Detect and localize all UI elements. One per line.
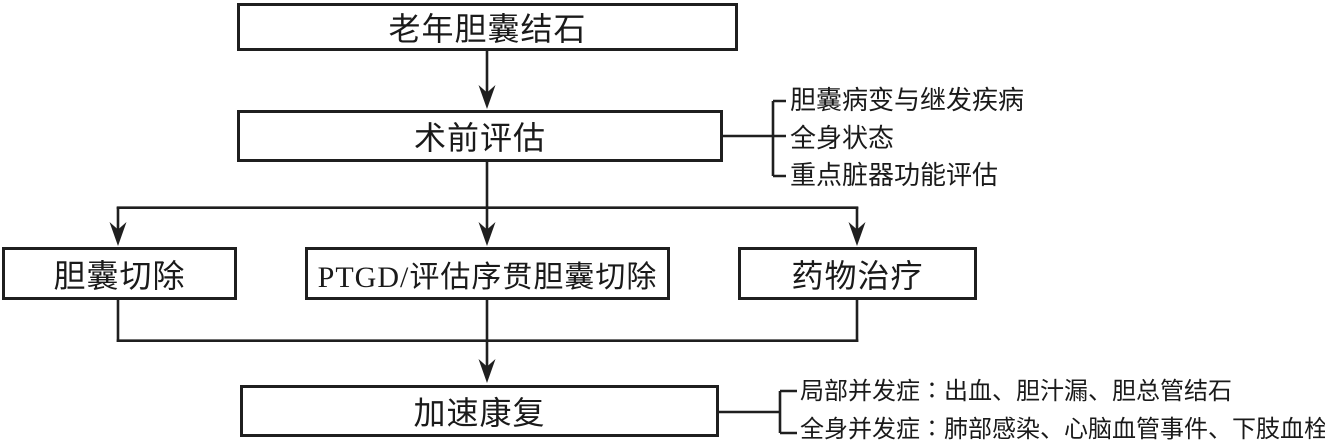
node-medication: 药物治疗 [738, 247, 977, 300]
assessment-bracket [722, 99, 786, 178]
node-medication-label: 药物治疗 [791, 257, 924, 294]
node-ptgd-sequential-label: PTGD/评估序贯胆囊切除 [317, 260, 658, 294]
node-accelerated-recovery: 加速康复 [240, 385, 719, 437]
node-preop-assessment-label: 术前评估 [413, 120, 546, 156]
assessment-bracket-item-2: 全身状态 [790, 124, 895, 153]
recovery-bracket-item-1: 局部并发症∶出血、胆汁漏、胆总管结石 [800, 379, 1232, 405]
node-diagnosis: 老年胆囊结石 [237, 3, 738, 51]
node-cholecystectomy-label: 胆囊切除 [53, 257, 186, 294]
recovery-bracket [718, 389, 797, 435]
arrow-to-medication-head [848, 222, 866, 246]
node-cholecystectomy: 胆囊切除 [2, 247, 237, 300]
assessment-bracket-item-1: 胆囊病变与继发疾病 [790, 86, 1025, 115]
assessment-bracket-item-3: 重点脏器功能评估 [790, 161, 999, 190]
node-preop-assessment: 术前评估 [237, 110, 723, 162]
recovery-bracket-item-2: 全身并发症∶肺部感染、心脑血管事件、下肢血栓 [800, 417, 1325, 443]
arrow-to-recovery-head [478, 359, 496, 383]
node-diagnosis-label: 老年胆囊结石 [388, 11, 587, 47]
node-ptgd-sequential: PTGD/评估序贯胆囊切除 [305, 247, 670, 300]
node-accelerated-recovery-label: 加速康复 [413, 395, 546, 431]
arrow-to-ptgd-head [478, 222, 496, 246]
arrow-to-cholecystectomy-head [109, 222, 127, 246]
arrow-diagnosis-to-assessment-head [478, 85, 496, 109]
